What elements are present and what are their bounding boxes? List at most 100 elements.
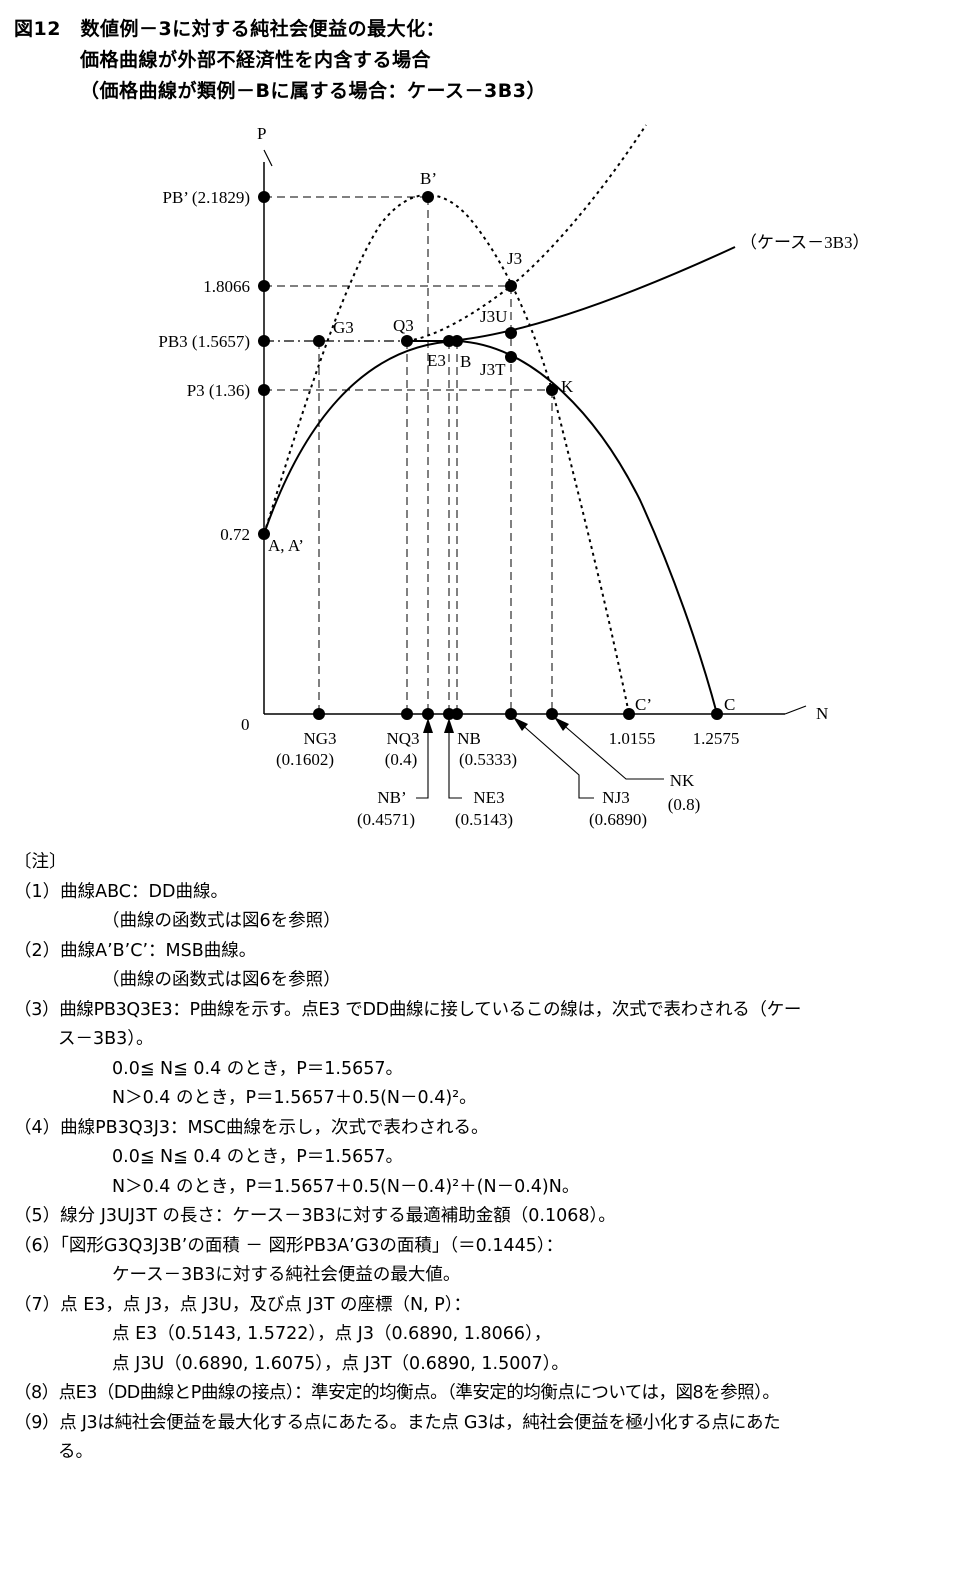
leader-nb-prime [416, 724, 429, 799]
arrowhead-nk [554, 717, 569, 731]
x-point-c-prime [623, 708, 635, 720]
arrowhead-nb-prime [423, 718, 433, 733]
x-tick-ne3-value: (0.5143) [455, 810, 513, 829]
x-tick-1-0155: 1.0155 [609, 729, 656, 748]
horizontal-guides [264, 196, 552, 391]
note-7: （7）点 E3，点 J3，点 J3U，及び点 J3T の座標（N, P）： [14, 1294, 472, 1315]
y-tick-1-8066-point [258, 280, 270, 292]
note-3-continued: ス－3B3）。 [58, 1029, 154, 1049]
note-7-coords-1: 点 E3（0.5143, 1.5722），点 J3（0.6890, 1.8066… [112, 1324, 552, 1344]
diagram: P N 0 [158, 124, 870, 829]
figure-subtitle: 価格曲線が外部不経済性を内含する場合 [80, 49, 432, 71]
note-3: （3）曲線PB3Q3E3：P曲線を示す。点E3 でDD曲線に接しているこの線は，… [14, 999, 802, 1020]
label-k: K [561, 377, 574, 396]
leader-ne3 [448, 724, 462, 799]
msb-curve [263, 194, 630, 715]
point-j3 [505, 280, 517, 292]
note-4: （4）曲線PB3Q3J3：MSC曲線を示し，次式で表わされる。 [14, 1117, 489, 1138]
label-g3: G3 [333, 318, 354, 337]
x-tick-ng3: NG3 [303, 729, 336, 748]
msc-curve [406, 124, 647, 342]
leader-lines [416, 721, 664, 799]
y-tick-pb3: PB3 (1.5657) [158, 332, 250, 351]
x-tick-nj3: NJ3 [602, 788, 629, 807]
x-point-nb-prime [422, 708, 434, 720]
x-point-nk [546, 708, 558, 720]
y-tick-pb-prime: PB’ (2.1829) [162, 188, 250, 207]
curve-label: （ケース－3B3） [740, 233, 870, 252]
label-c-prime: C’ [635, 695, 652, 714]
y-tick-1-8066: 1.8066 [203, 277, 250, 296]
x-tick-nq3: NQ3 [386, 729, 419, 748]
x-tick-1-2575: 1.2575 [693, 729, 740, 748]
point-q3 [401, 335, 413, 347]
note-7-coords-2: 点 J3U（0.6890, 1.6075），点 J3T（0.6890, 1.50… [112, 1353, 569, 1374]
label-a: A, A’ [268, 536, 304, 555]
note-2-detail: （曲線の函数式は図6を参照） [102, 970, 341, 990]
x-tick-ne3: NE3 [473, 788, 504, 807]
arrowhead-nj3 [513, 717, 528, 731]
arrowhead-ne3 [444, 718, 454, 733]
x-axis-arrow [784, 705, 807, 715]
point-a [258, 528, 270, 540]
note-3-formula-2: N＞0.4 のとき，P＝1.5657＋0.5(N－0.4)²。 [112, 1088, 477, 1108]
note-4-formula-1: 0.0≦ N≦ 0.4 のとき，P＝1.5657。 [112, 1147, 404, 1167]
label-q3: Q3 [393, 316, 414, 335]
x-point-nj3 [505, 708, 517, 720]
y-axis-label: P [257, 124, 266, 143]
label-b-prime: B’ [420, 169, 437, 188]
label-e3: E3 [427, 351, 446, 370]
x-point-nb [451, 708, 463, 720]
note-4-formula-2: N＞0.4 のとき，P＝1.5657＋0.5(N－0.4)²＋(N－0.4)N。 [112, 1176, 580, 1197]
note-6: （6）「図形G3Q3J3B’の面積 － 図形PB3A’G3の面積」（＝0.144… [14, 1235, 564, 1256]
y-axis-arrow [263, 149, 273, 167]
label-j3t: J3T [480, 360, 506, 379]
x-point-c [711, 708, 723, 720]
note-9-continued: る。 [58, 1442, 93, 1462]
point-k [546, 384, 558, 396]
figure-subtitle-case: （価格曲線が類例－Bに属する場合：ケース－3B3） [80, 80, 546, 102]
point-b-prime [422, 191, 434, 203]
x-tick-nb: NB [457, 729, 481, 748]
origin-label: 0 [241, 715, 250, 734]
point-j3t [505, 351, 517, 363]
dd-curve [263, 339, 718, 715]
x-tick-nj3-value: (0.6890) [589, 810, 647, 829]
y-tick-p3-point [258, 384, 270, 396]
point-g3 [313, 335, 325, 347]
note-1-detail: （曲線の函数式は図6を参照） [102, 911, 341, 931]
x-tick-nb-prime: NB’ [377, 788, 406, 807]
label-c: C [724, 695, 735, 714]
label-j3u: J3U [480, 307, 507, 326]
leader-nj3 [518, 721, 594, 799]
leader-nk [559, 721, 664, 780]
x-point-nq3 [401, 708, 413, 720]
x-point-ng3 [313, 708, 325, 720]
label-j3: J3 [507, 249, 522, 268]
x-tick-nk-value: (0.8) [668, 795, 701, 814]
vertical-guides [318, 197, 553, 714]
point-j3u [505, 327, 517, 339]
note-1: （1）曲線ABC：DD曲線。 [14, 881, 228, 902]
x-axis-label: N [816, 704, 828, 723]
y-tick-p3: P3 (1.36) [187, 381, 250, 400]
note-6-detail: ケース－3B3に対する純社会便益の最大値。 [112, 1265, 461, 1285]
x-tick-nb-prime-value: (0.4571) [357, 810, 415, 829]
chart-points [258, 191, 723, 720]
note-8: （8）点E3（DD曲線とP曲線の接点）：準安定的均衡点。（準安定的均衡点について… [14, 1383, 780, 1403]
notes-section: 〔注〕 （1）曲線ABC：DD曲線。 （曲線の函数式は図6を参照） （2）曲線A… [14, 848, 950, 1468]
note-9: （9）点 J3は純社会便益を最大化する点にあたる。また点 G3は，純社会便益を極… [14, 1412, 781, 1433]
figure-title: 図12 数値例－3に対する純社会便益の最大化： [14, 18, 446, 40]
x-tick-nk: NK [670, 771, 695, 790]
y-tick-0-72: 0.72 [220, 525, 250, 544]
note-3-formula-1: 0.0≦ N≦ 0.4 のとき，P＝1.5657。 [112, 1058, 404, 1079]
y-tick-pb3-point [258, 335, 270, 347]
x-tick-ng3-value: (0.1602) [276, 750, 334, 769]
x-tick-nb-value: (0.5333) [459, 750, 517, 769]
note-2: （2）曲線A’B’C’：MSB曲線。 [14, 940, 257, 961]
point-b [451, 335, 463, 347]
y-tick-pb-prime-point [258, 191, 270, 203]
notes-header: 〔注〕 [14, 852, 67, 872]
p-curve [407, 246, 736, 342]
label-b: B [460, 352, 471, 371]
